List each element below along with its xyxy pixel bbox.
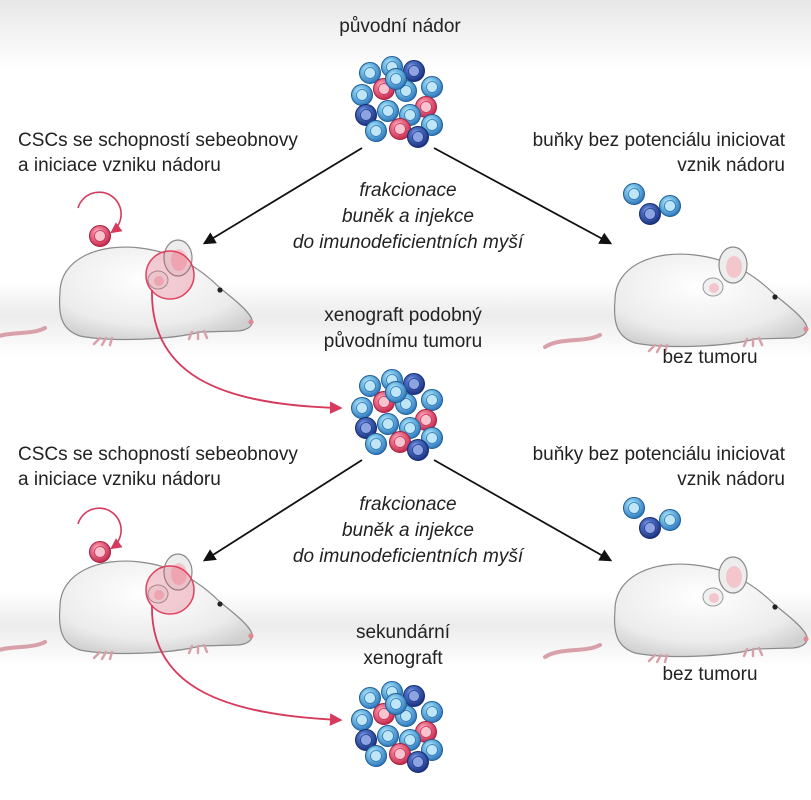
label-csc-line2-2: a iniciace vzniku nádoru [18,469,221,490]
label-csc-line2: a iniciace vzniku nádoru [18,155,221,176]
original-tumor-cluster [352,57,443,148]
mouse-with-csc [0,238,256,347]
xenograft-arrow [151,289,343,415]
secondary-xenograft-tumor-cluster [352,682,443,773]
non-csc-cells [624,184,681,225]
csc-cell-2 [89,541,111,563]
label-fraction-line1: frakcionace [359,180,457,201]
label-fraction-line2-2: buněk a injekce [341,520,475,541]
label-secondary-line1: sekundární [355,622,450,643]
label-secondary-line2: xenograft [363,648,443,669]
mouse-with-csc-2 [0,552,256,661]
arrow-to-noncsc-mouse [433,147,613,245]
label-noncsc-line2-2: vznik nádoru [677,469,785,490]
label-xeno-line2: původnímu tumoru [323,331,483,352]
arrow-to-noncsc-mouse-2 [433,459,613,562]
label-original-tumor: původní nádor [339,16,461,37]
label-noncsc-line1: buňky bez potenciálu iniciovat [532,130,785,151]
secondary-xenograft-arrow [151,604,343,726]
label-no-tumor: bez tumoru [662,347,758,368]
non-csc-cells-2 [624,498,681,539]
label-noncsc-line2: vznik nádoru [677,155,785,176]
label-fraction-line3-2: do imunodeficientních myší [292,546,524,567]
mouse-without-tumor [543,245,811,354]
csc-cell [89,225,111,247]
xenograft-tumor-cluster [352,370,443,461]
label-fraction-line2: buněk a injekce [341,206,475,227]
label-xeno-line1: xenograft podobný [324,305,482,326]
mouse-without-tumor-2 [543,555,811,664]
label-no-tumor-2: bez tumoru [662,664,758,685]
tumor-site-circle [145,250,195,300]
background-band-top [0,0,811,70]
label-csc-line1: CSCs se schopností sebeobnovy [18,130,298,151]
arrow-to-csc-mouse [202,147,363,245]
label-csc-line1-2: CSCs se schopností sebeobnovy [18,444,298,465]
label-noncsc-line1-2: buňky bez potenciálu iniciovat [532,444,785,465]
label-fraction-line3: do imunodeficientních myší [292,232,524,253]
tumor-site-circle-2 [145,565,195,615]
arrow-to-csc-mouse-2 [202,459,363,562]
label-fraction-line1-2: frakcionace [359,494,457,515]
